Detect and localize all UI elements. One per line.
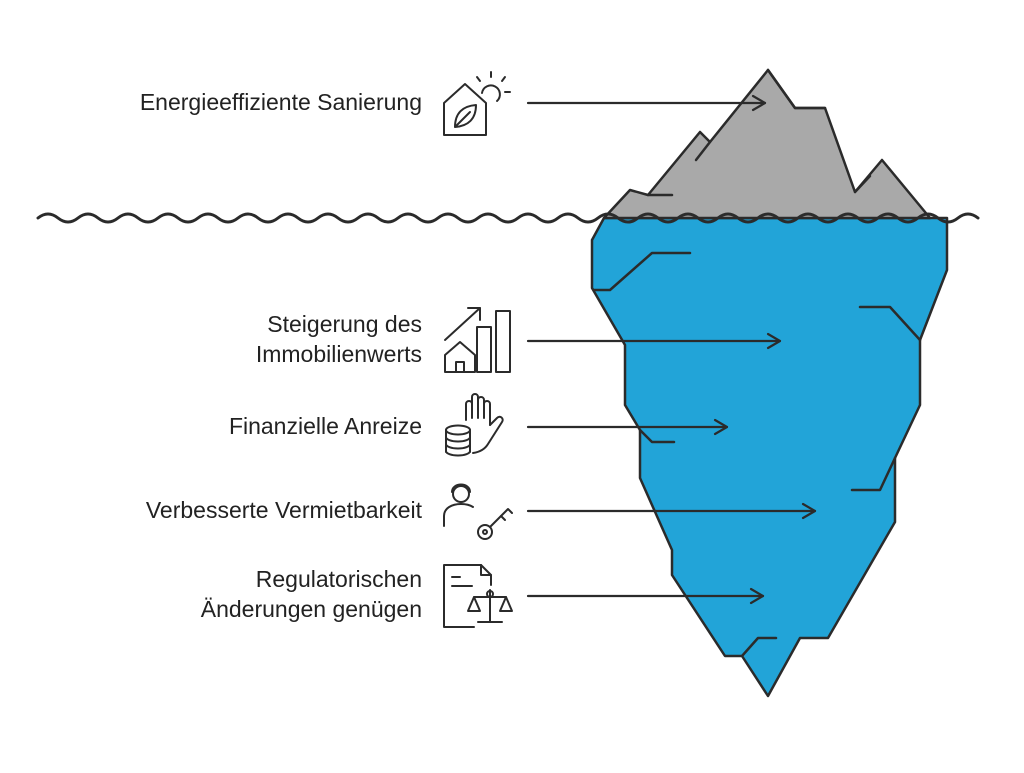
arrow-energy — [526, 94, 767, 112]
label-line: Energieeffiziente Sanierung — [139, 89, 422, 115]
label-line: Steigerung des — [267, 311, 422, 337]
growth-chart-house-icon — [444, 307, 511, 373]
house-leaf-sun-icon — [443, 71, 511, 136]
arrow-rentability — [526, 502, 817, 520]
label-line: Finanzielle Anreize — [228, 413, 422, 439]
arrow-regulations — [526, 587, 765, 605]
label-line: Immobilienwerts — [255, 341, 422, 367]
label-property-value: Steigerung des Immobilienwerts — [256, 309, 422, 369]
label-rentability: Verbesserte Vermietbarkeit — [146, 495, 422, 525]
document-scales-icon — [443, 564, 513, 628]
label-line: Änderungen genügen — [200, 596, 422, 622]
label-regulations: Regulatorischen Änderungen genügen — [201, 564, 422, 624]
arrow-incentives — [526, 418, 729, 436]
arrow-value — [526, 332, 782, 350]
label-financial-incentives: Finanzielle Anreize — [229, 411, 422, 441]
label-line: Verbesserte Vermietbarkeit — [145, 497, 422, 523]
label-line: Regulatorischen — [255, 566, 422, 592]
water-line — [36, 212, 980, 224]
tenant-key-icon — [443, 483, 513, 540]
coins-hand-icon — [445, 393, 504, 457]
iceberg-cracks — [592, 68, 922, 658]
label-energy-renovation: Energieeffiziente Sanierung — [140, 87, 422, 117]
iceberg-underwater — [590, 216, 949, 698]
